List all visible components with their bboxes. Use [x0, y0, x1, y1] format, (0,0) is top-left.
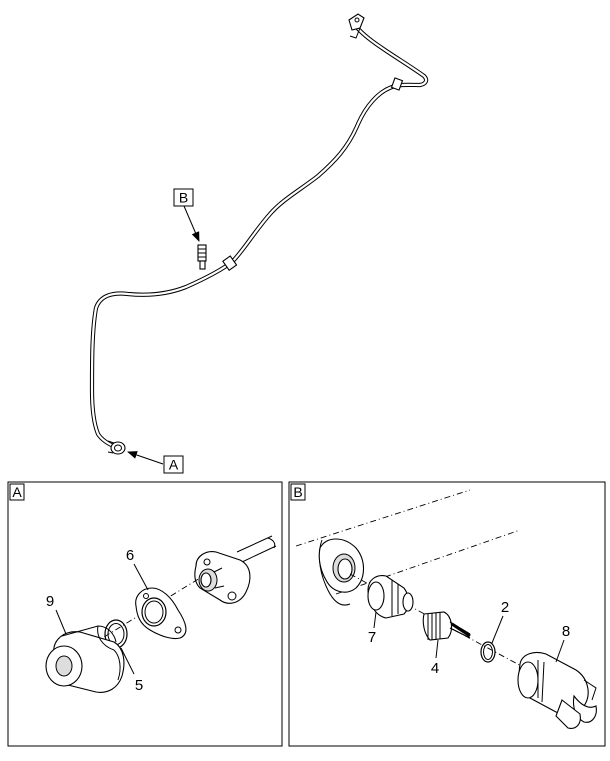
panel-b-rail: [295, 489, 521, 606]
callout-b-arrow: [183, 205, 200, 242]
panel-b-title: B: [293, 484, 302, 500]
leader-9: [55, 609, 67, 635]
leader-8: [555, 639, 565, 663]
leader-6: [133, 563, 149, 591]
leader-7: [373, 611, 377, 629]
part-8-label: 8: [562, 623, 570, 640]
part-8-sensor: [517, 639, 597, 729]
part-4-valve: [422, 611, 471, 659]
leader-2: [491, 615, 504, 644]
panel-a-title: A: [12, 484, 22, 500]
tube-assembly: B A: [89, 13, 429, 474]
part-9-label: 9: [46, 593, 54, 610]
part-2-o-ring: [480, 615, 504, 663]
top-mounting-bracket: [348, 13, 365, 39]
detail-panel-a: A 6 5: [7, 481, 283, 747]
part-7-label: 7: [368, 629, 376, 646]
callout-a-arrow: [127, 451, 164, 465]
detail-panel-b: B 7 4: [288, 481, 606, 747]
callout-b-label: B: [179, 190, 188, 206]
panel-a-tube-flange: [194, 535, 277, 604]
part-4-label: 4: [431, 660, 439, 677]
tube-line: [89, 21, 429, 450]
part-6-gasket: [133, 563, 187, 640]
callout-b: B: [173, 188, 200, 242]
tube-coupling-lower: [222, 255, 238, 271]
tube-coupling-upper: [390, 77, 404, 91]
pressure-sensor-fitting: [197, 244, 207, 270]
part-5-label: 5: [135, 677, 143, 694]
leader-5: [120, 647, 135, 675]
part-7-adapter: [367, 575, 414, 629]
part-6-label: 6: [126, 547, 134, 564]
callout-a: A: [127, 451, 184, 474]
tube-end-fitting: [107, 440, 126, 455]
leader-4: [435, 639, 439, 659]
part-2-label: 2: [501, 599, 509, 616]
part-9-cap: [45, 609, 125, 693]
callout-a-label: A: [169, 457, 179, 473]
